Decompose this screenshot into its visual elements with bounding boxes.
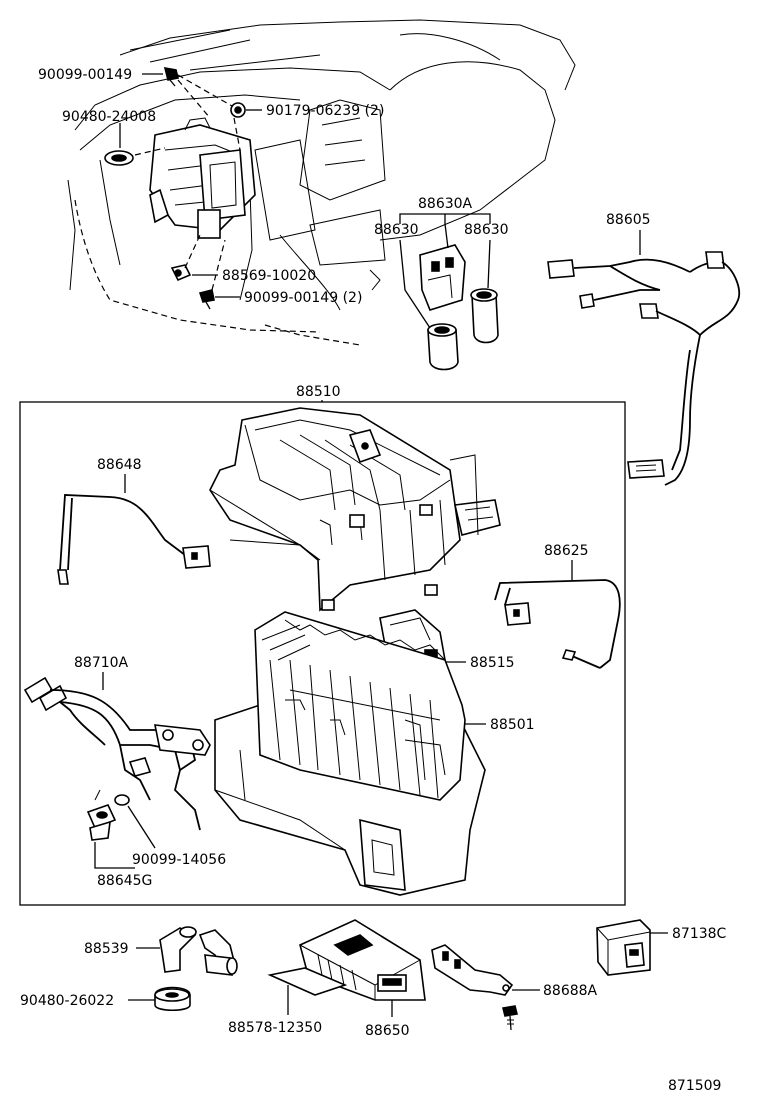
magnetic-clutch-relay-right	[470, 239, 499, 344]
leader-90099-14056	[127, 805, 156, 849]
thermistor-88648	[57, 494, 211, 585]
clamp-88569-10020	[170, 234, 201, 282]
label-90480-26022: 90480-26022	[20, 993, 114, 1009]
diagram-id: 871509	[668, 1078, 721, 1094]
nut-90179-06239	[177, 74, 246, 151]
pad-88578-12350	[267, 967, 348, 996]
label-88630A: 88630A	[418, 196, 473, 212]
dash-heater-assembly	[149, 117, 256, 239]
label-90099-00149-top: 90099-00149	[38, 67, 132, 83]
label-88648: 88648	[97, 457, 142, 473]
grommet-90480-24008	[104, 147, 166, 166]
thermistor-88625	[494, 579, 621, 669]
o-ring-90099-14056	[114, 794, 130, 806]
label-88501: 88501	[490, 717, 535, 733]
label-88510: 88510	[296, 384, 341, 400]
label-88688A: 88688A	[543, 983, 598, 999]
magnetic-clutch-relay-left	[399, 239, 459, 371]
label-88605: 88605	[606, 212, 651, 228]
bracket-plate-88630	[419, 223, 466, 311]
label-90480-24008: 90480-24008	[62, 109, 156, 125]
wire-harness-88605	[547, 251, 740, 486]
label-88645G: 88645G	[97, 873, 152, 889]
leader-88645G	[94, 842, 135, 869]
grommet-90480-26022	[154, 986, 191, 1012]
label-90099-00149-lower: 90099-00149 (2)	[244, 290, 362, 306]
evaporator-lower-case-88501	[214, 611, 486, 896]
label-90099-14056: 90099-14056	[132, 852, 226, 868]
screw-88688A	[502, 1005, 518, 1031]
label-88710A: 88710A	[74, 655, 129, 671]
label-90179-06239: 90179-06239 (2)	[266, 103, 384, 119]
label-88650: 88650	[365, 1023, 410, 1039]
bracket-88630A	[399, 213, 491, 224]
bolt-90099-00149-lower	[198, 239, 226, 310]
label-88539: 88539	[84, 941, 129, 957]
tube-88710A	[23, 676, 211, 831]
label-88569-10020: 88569-10020	[222, 268, 316, 284]
pressure-switch-88645G	[86, 789, 117, 841]
cooler-upper-case	[209, 407, 501, 612]
dashboard-outline	[67, 19, 576, 346]
label-88630-right: 88630	[464, 222, 509, 238]
drain-hose-88539	[159, 926, 238, 976]
bracket-88688A	[431, 944, 514, 996]
label-88625: 88625	[544, 543, 589, 559]
bolt-90099-00149-top	[163, 66, 211, 119]
label-88578-12350: 88578-12350	[228, 1020, 322, 1036]
label-88630-left: 88630	[374, 222, 419, 238]
label-87138C: 87138C	[672, 926, 727, 942]
blower-resistor-87138C	[596, 919, 651, 976]
label-88515: 88515	[470, 655, 515, 671]
